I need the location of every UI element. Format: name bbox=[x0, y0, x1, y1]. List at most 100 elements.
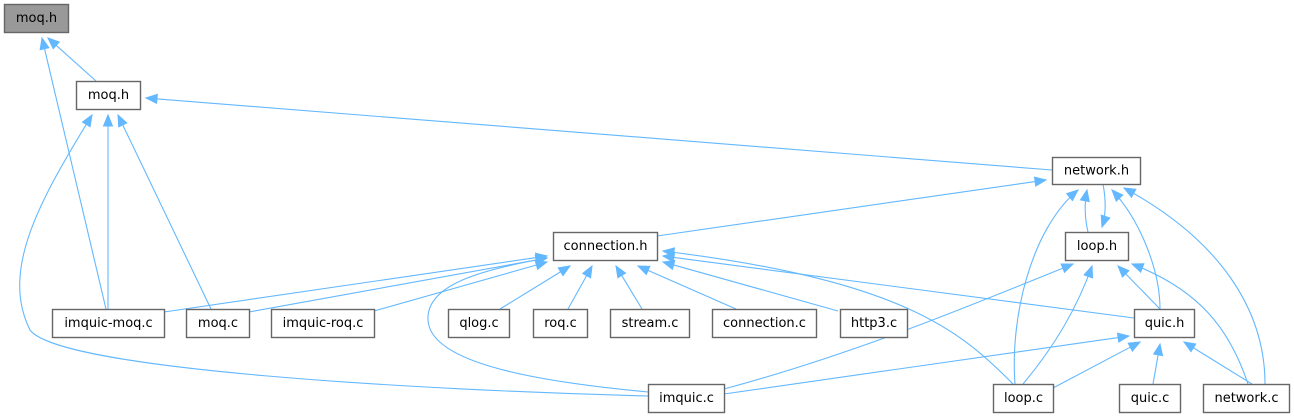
nodes-layer: moq.h moq.h network.h connection.h loop.h imq… bbox=[3, 3, 1291, 414]
node-label: network.h bbox=[1064, 164, 1129, 179]
edge-line bbox=[620, 274, 643, 310]
arrowhead-icon bbox=[1182, 341, 1197, 353]
node-box[interactable] bbox=[1118, 383, 1182, 414]
node-label: http3.c bbox=[851, 316, 897, 331]
edge-line bbox=[646, 269, 737, 310]
edge-line bbox=[155, 98, 1053, 171]
edge-line bbox=[656, 180, 1037, 237]
node-network-h[interactable]: network.h bbox=[1051, 156, 1142, 186]
node-loop-h[interactable]: loop.h bbox=[1064, 231, 1130, 262]
arrowhead-icon bbox=[661, 252, 676, 263]
edge-line bbox=[1013, 189, 1079, 385]
edge-line bbox=[373, 264, 538, 312]
node-box[interactable] bbox=[185, 308, 251, 339]
node-box[interactable] bbox=[647, 383, 726, 414]
node-box[interactable] bbox=[3, 3, 70, 34]
node-box[interactable] bbox=[1051, 156, 1142, 186]
edge-line bbox=[43, 47, 107, 310]
arrowhead-icon bbox=[144, 93, 158, 105]
edge-quic-h-to-connection-h bbox=[661, 252, 1135, 319]
node-roq-c[interactable]: roq.c bbox=[532, 308, 589, 339]
arrowhead-icon bbox=[636, 265, 651, 276]
edge-loop-h-to-network-h bbox=[1079, 188, 1090, 233]
node-label: moq.c bbox=[198, 316, 238, 331]
node-stream-c[interactable]: stream.c bbox=[609, 308, 691, 339]
edge-quic-h-to-network-h bbox=[1111, 189, 1161, 310]
edge-loop-c-to-quic-h bbox=[1052, 341, 1142, 389]
arrowhead-icon bbox=[81, 113, 93, 128]
node-label: imquic-roq.c bbox=[283, 316, 364, 331]
node-label: moq.h bbox=[88, 88, 129, 103]
edge-line bbox=[1111, 189, 1161, 310]
node-http3-c[interactable]: http3.c bbox=[839, 308, 909, 339]
arrowhead-icon bbox=[102, 113, 114, 127]
node-box[interactable] bbox=[609, 308, 691, 339]
node-label: network.c bbox=[1214, 391, 1278, 406]
arrowhead-icon bbox=[1117, 265, 1130, 278]
node-imquic-moq-c[interactable]: imquic-moq.c bbox=[51, 308, 166, 339]
node-box[interactable] bbox=[711, 308, 818, 339]
arrowhead-icon bbox=[1122, 187, 1137, 199]
arrowhead-icon bbox=[661, 260, 676, 271]
arrowhead-icon bbox=[557, 265, 572, 277]
edge-line bbox=[19, 114, 649, 397]
node-network-c[interactable]: network.c bbox=[1202, 383, 1291, 414]
node-box[interactable] bbox=[992, 383, 1055, 414]
arrowhead-icon bbox=[117, 113, 128, 128]
edge-line bbox=[121, 123, 212, 310]
edge-qlog-c-to-connection-h bbox=[499, 265, 572, 310]
edge-imquic-moq-c-to-moq-h bbox=[102, 113, 114, 309]
edge-line bbox=[1192, 346, 1253, 385]
edge-network-h-to-moq-h bbox=[144, 93, 1053, 171]
node-box[interactable] bbox=[270, 308, 376, 339]
arrowhead-icon bbox=[1100, 214, 1111, 229]
node-box[interactable] bbox=[447, 308, 511, 339]
node-moq-c[interactable]: moq.c bbox=[185, 308, 251, 339]
node-moq-h[interactable]: moq.h bbox=[75, 80, 142, 111]
edge-line bbox=[723, 336, 1120, 395]
node-connection-c[interactable]: connection.c bbox=[711, 308, 818, 339]
edge-line bbox=[499, 270, 562, 310]
arrowhead-icon bbox=[1111, 189, 1124, 202]
edge-line bbox=[427, 257, 649, 393]
node-box[interactable] bbox=[532, 308, 589, 339]
node-moq-h-root[interactable]: moq.h bbox=[3, 3, 70, 34]
node-label: stream.c bbox=[622, 316, 679, 331]
node-quic-h[interactable]: quic.h bbox=[1133, 308, 1196, 339]
edge-roq-c-to-connection-h bbox=[567, 264, 593, 310]
node-label: connection.h bbox=[564, 239, 648, 254]
node-box[interactable] bbox=[1133, 308, 1196, 339]
node-box[interactable] bbox=[1064, 231, 1130, 262]
node-label: quic.h bbox=[1145, 316, 1185, 331]
node-loop-c[interactable]: loop.c bbox=[992, 383, 1055, 414]
edge-stream-c-to-connection-h bbox=[615, 264, 643, 310]
edge-quic-c-to-quic-h bbox=[1152, 342, 1164, 385]
node-qlog-c[interactable]: qlog.c bbox=[447, 308, 511, 339]
edge-network-c-to-loop-h bbox=[1130, 263, 1249, 385]
node-box[interactable] bbox=[51, 308, 166, 339]
edge-imquic-c-to-connection-h bbox=[427, 254, 649, 393]
edge-line bbox=[1152, 353, 1159, 385]
edge-line bbox=[1052, 346, 1132, 389]
node-quic-c[interactable]: quic.c bbox=[1118, 383, 1182, 414]
node-imquic-roq-c[interactable]: imquic-roq.c bbox=[270, 308, 376, 339]
node-box[interactable] bbox=[1202, 383, 1291, 414]
arrowhead-icon bbox=[581, 264, 593, 279]
arrowhead-icon bbox=[39, 36, 50, 51]
edge-quic-h-to-loop-h bbox=[1117, 265, 1161, 310]
edge-imquic-c-to-moq-h bbox=[19, 113, 649, 397]
arrowhead-icon bbox=[615, 264, 627, 279]
edge-line bbox=[672, 264, 839, 312]
edge-network-h-to-loop-h bbox=[1100, 183, 1111, 229]
edge-line bbox=[55, 44, 97, 82]
arrowhead-icon bbox=[1152, 342, 1164, 357]
node-imquic-c[interactable]: imquic.c bbox=[647, 383, 726, 414]
node-box[interactable] bbox=[75, 80, 142, 111]
node-box[interactable] bbox=[552, 231, 659, 262]
edge-http3-c-to-connection-h bbox=[661, 260, 839, 312]
arrowhead-icon bbox=[1079, 188, 1090, 203]
edge-moq-c-to-connection-h bbox=[248, 254, 549, 313]
node-box[interactable] bbox=[839, 308, 909, 339]
node-connection-h[interactable]: connection.h bbox=[552, 231, 659, 262]
